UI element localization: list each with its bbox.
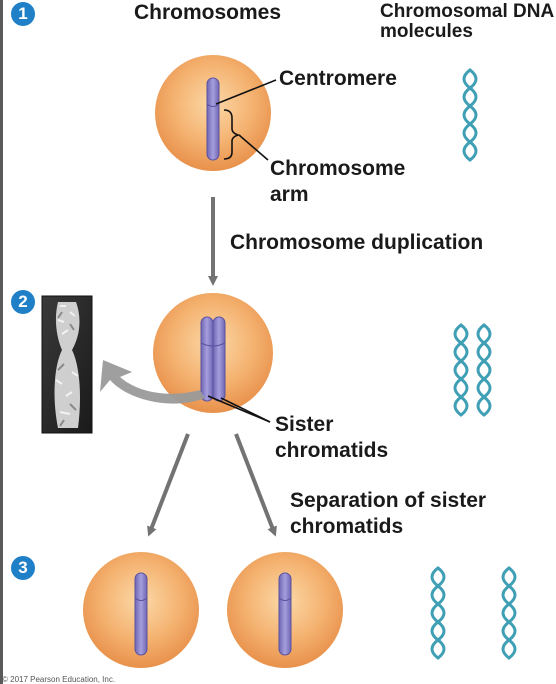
sister-chromatid-left xyxy=(200,316,214,402)
label-centromere: Centromere xyxy=(279,67,397,90)
step-badge-1: 1 xyxy=(11,2,35,26)
cell-step1 xyxy=(155,55,271,171)
step-badge-3: 3 xyxy=(11,556,35,580)
sem-chromosome-image xyxy=(41,295,93,434)
dna-step1 xyxy=(462,68,478,162)
label-chromosome-arm-line2: arm xyxy=(270,183,309,206)
label-separation-line1: Separation of sister xyxy=(290,489,487,512)
copyright-credit: © 2017 Pearson Education, Inc. xyxy=(2,675,116,684)
separation-arrow-left xyxy=(147,433,190,537)
label-sister-line2: chromatids xyxy=(275,439,389,462)
separation-arrow-right xyxy=(234,433,277,537)
chromosome-step1 xyxy=(206,77,220,161)
header-chromosomes: Chromosomes xyxy=(134,1,282,24)
label-separation-line2: chromatids xyxy=(290,515,404,538)
sem-link-arrow xyxy=(100,360,205,404)
cell-step3-left xyxy=(83,552,199,668)
dna-step2 xyxy=(453,323,492,417)
step-badge-2: 2 xyxy=(11,290,35,314)
arm-pointer xyxy=(238,134,269,161)
centromere-pointer xyxy=(215,79,277,105)
label-chromosome-arm-line1: Chromosome xyxy=(270,157,406,180)
sister-chromatid-right xyxy=(212,316,226,402)
arm-bracket xyxy=(223,109,241,160)
left-border xyxy=(0,0,3,684)
label-sister-line1: Sister xyxy=(275,413,334,436)
header-dna-molecules: Chromosomal DNA molecules xyxy=(380,1,554,42)
label-duplication: Chromosome duplication xyxy=(230,231,484,254)
cell-step3-right xyxy=(227,552,343,668)
cell-step2 xyxy=(153,293,273,413)
sister-pointer-2 xyxy=(220,397,271,423)
dna-step3 xyxy=(430,566,517,660)
